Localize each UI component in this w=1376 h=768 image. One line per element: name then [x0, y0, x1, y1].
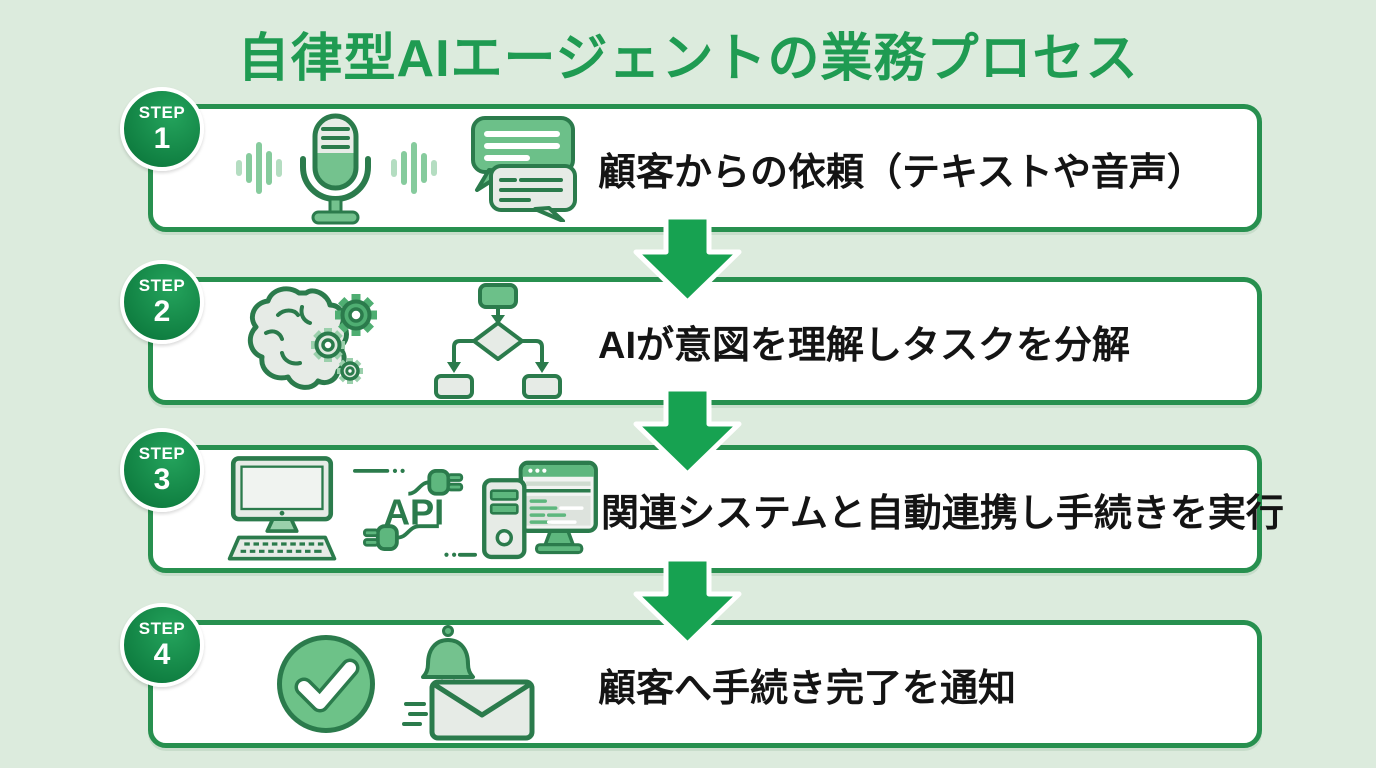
step-3-label: 関連システムと自動連携し手続きを実行: [601, 492, 1284, 535]
step-2-label: AIが意図を理解しタスクを分解: [598, 324, 1131, 367]
api-plug-icon: API: [353, 468, 477, 557]
desktop-computer-icon: [227, 456, 337, 561]
step-3-icons: API: [213, 451, 601, 567]
step-1-badge-number: 1: [153, 122, 171, 155]
down-arrow-icon: [633, 386, 742, 477]
gear-icon: [334, 294, 377, 336]
step-3-row: STEP 3 API: [120, 428, 1284, 573]
step-2-icons: [213, 283, 598, 399]
brain-gears-icon: [247, 286, 377, 390]
down-arrow-icon: [633, 214, 742, 305]
flowchart-icon: [433, 283, 562, 399]
step-3-badge-number: 3: [153, 463, 171, 496]
step-2-row: STEP 2: [120, 260, 1262, 405]
step-3-badge-word: STEP: [138, 444, 186, 463]
step-4-badge-word: STEP: [138, 619, 186, 638]
page-title: 自律型AIエージェントの業務プロセス: [237, 30, 1139, 88]
microphone-icon: [299, 113, 371, 224]
step-2-badge-number: 2: [153, 295, 171, 328]
gear-icon: [336, 358, 363, 384]
check-circle-icon: [276, 635, 375, 733]
step-4-label: 顧客へ手続き完了を通知: [598, 667, 1017, 710]
step-1-badge-word: STEP: [138, 103, 186, 122]
sound-wave-icon: [235, 142, 282, 194]
sound-wave-icon: [390, 142, 437, 194]
server-browser-icon: [482, 460, 598, 560]
down-arrow-icon: [633, 556, 742, 647]
speed-lines-icon: [401, 702, 428, 726]
step-4-row: STEP 4: [120, 603, 1262, 748]
step-4-badge-number: 4: [153, 638, 171, 671]
gear-icon: [310, 328, 345, 362]
bell-icon: [420, 625, 475, 689]
step-4-icons: [213, 624, 598, 744]
chat-bubble-green: [470, 116, 575, 192]
step-2-badge: STEP 2: [120, 260, 204, 344]
notification-icons: [401, 625, 534, 741]
step-1-icons: [213, 111, 598, 226]
chat-bubbles-icon: [470, 116, 577, 222]
step-1-row: STEP 1: [120, 87, 1262, 232]
envelope-icon: [429, 679, 534, 741]
chat-bubble-gray: [488, 164, 577, 222]
step-4-badge: STEP 4: [120, 603, 204, 687]
step-2-badge-word: STEP: [138, 276, 186, 295]
step-3-badge: STEP 3: [120, 428, 204, 512]
step-1-badge: STEP 1: [120, 87, 204, 171]
step-1-label: 顧客からの依頼（テキストや音声）: [598, 151, 1205, 194]
